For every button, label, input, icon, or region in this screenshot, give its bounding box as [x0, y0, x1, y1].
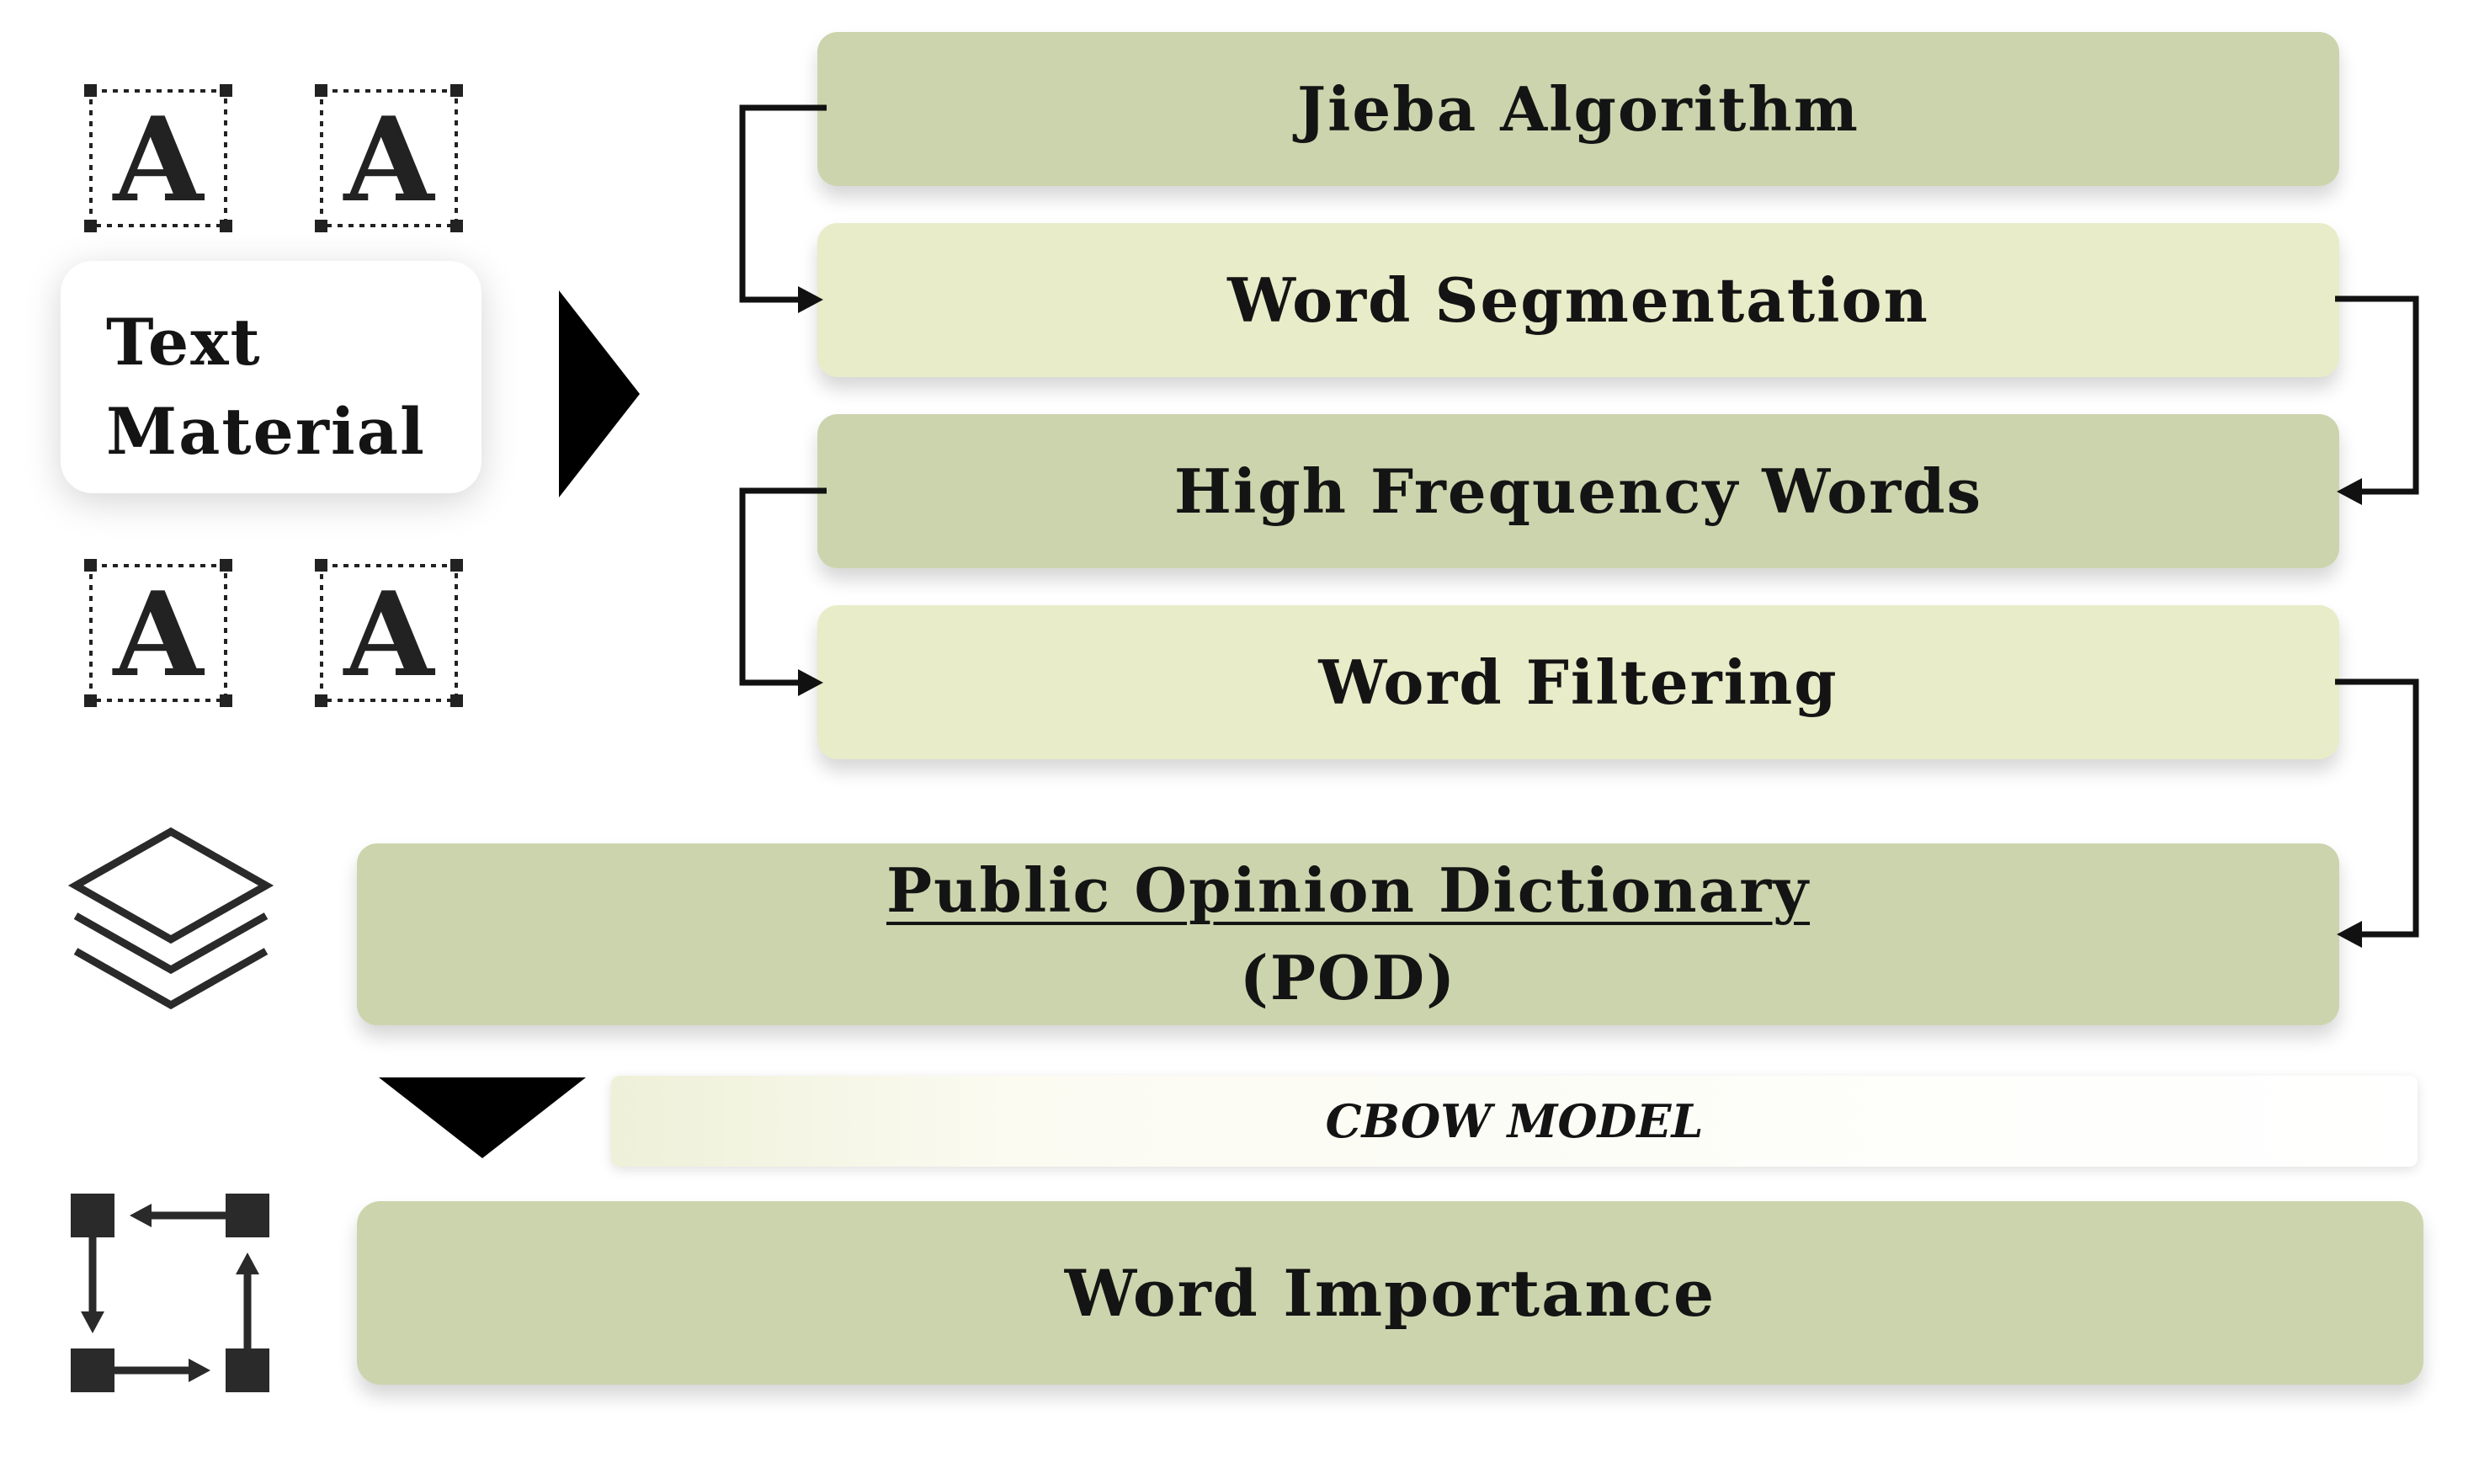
svg-text:A: A	[111, 91, 205, 228]
connector-high-frequency-to-filtering	[739, 487, 827, 686]
text-material-card: Text Material	[61, 261, 481, 493]
dictionary-title: Public Opinion Dictionary	[886, 854, 1811, 926]
step-jieba-algorithm-label: Jieba Algorithm	[1297, 73, 1859, 145]
letter-a-glyph-icon: A	[315, 84, 463, 236]
letter-a-glyph-icon: A	[315, 559, 463, 710]
square-cycle-arrows-icon	[71, 1194, 269, 1396]
cbow-model-band: CBOW MODEL	[611, 1076, 2418, 1167]
letter-a-glyph-icon: A	[84, 559, 232, 710]
cbow-model-label: CBOW MODEL	[1325, 1094, 1704, 1148]
svg-text:A: A	[111, 566, 205, 703]
step-word-filtering-label: Word Filtering	[1318, 646, 1838, 718]
word-importance-label: Word Importance	[1064, 1255, 1716, 1331]
connector-jieba-to-segmentation	[739, 104, 827, 303]
step-high-frequency-words: High Frequency Words	[817, 414, 2339, 568]
letter-a-glyph-icon: A	[84, 84, 232, 236]
word-importance-box: Word Importance	[357, 1201, 2423, 1385]
connector-segmentation-to-high-frequency	[2335, 295, 2419, 495]
triangle-arrow-icon	[559, 290, 643, 501]
step-word-segmentation: Word Segmentation	[817, 223, 2339, 377]
arrowhead	[2337, 921, 2362, 948]
svg-text:A: A	[342, 566, 435, 703]
triangle-arrow-down-icon	[379, 1077, 586, 1162]
arrowhead	[2337, 478, 2362, 505]
stacked-layers-icon	[66, 827, 276, 1032]
svg-text:A: A	[342, 91, 435, 228]
dictionary-abbreviation: (POD)	[1239, 942, 1457, 1013]
step-jieba-algorithm: Jieba Algorithm	[817, 32, 2339, 186]
step-word-filtering: Word Filtering	[817, 605, 2339, 759]
connector-filtering-to-dictionary	[2335, 678, 2419, 938]
step-word-segmentation-label: Word Segmentation	[1227, 264, 1929, 336]
public-opinion-dictionary-box: Public Opinion Dictionary (POD)	[357, 843, 2339, 1025]
text-material-label-line1: Text	[106, 305, 262, 380]
step-high-frequency-words-label: High Frequency Words	[1173, 455, 1983, 527]
text-material-label-line2: Material	[106, 394, 426, 469]
